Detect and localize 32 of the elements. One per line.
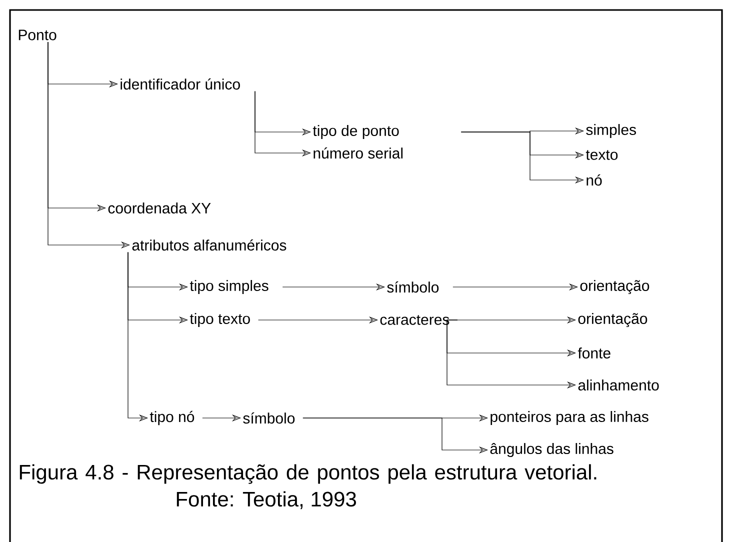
- node-label: Ponto: [18, 30, 56, 40]
- node-label: caracteres: [380, 315, 450, 325]
- node-label: atributos alfanuméricos: [132, 239, 286, 251]
- node-label: número serial: [314, 147, 403, 159]
- node-label: orientação: [578, 312, 648, 328]
- arrow: [128, 252, 148, 422]
- caption: Figura 4.8 - Representação de pontos pela estrutura vetorial. Fonte: Teotia, 1993: [20, 464, 596, 510]
- node-label: texto: [586, 150, 618, 160]
- arrow: [460, 132, 584, 184]
- arrow: [302, 418, 488, 454]
- node-label: alinhamento: [578, 380, 659, 390]
- node-label: fonte: [578, 348, 610, 358]
- node-label: tipo nó: [150, 410, 194, 426]
- arrow: [202, 414, 241, 422]
- node-label: tipo de ponto: [312, 125, 399, 139]
- node-label: ângulos das linhas: [490, 443, 614, 458]
- arrow: [452, 284, 578, 290]
- arrow: [282, 284, 385, 290]
- arrow: [254, 91, 311, 156]
- node-label: simples: [586, 124, 636, 138]
- node-label: tipo simples: [190, 280, 268, 294]
- node-label: tipo texto: [190, 313, 250, 327]
- arrow: [446, 320, 576, 388]
- arrow: [48, 42, 130, 248]
- node-label: orientação: [580, 280, 650, 294]
- node-label: ponteiros para as linhas: [490, 411, 648, 425]
- arrow: [258, 316, 378, 324]
- node-label: símbolo: [243, 412, 295, 424]
- node-label: nó: [586, 174, 602, 186]
- node-label: identificador único: [120, 78, 240, 90]
- node-label: símbolo: [387, 281, 439, 293]
- node-label: coordenada XY: [108, 202, 211, 214]
